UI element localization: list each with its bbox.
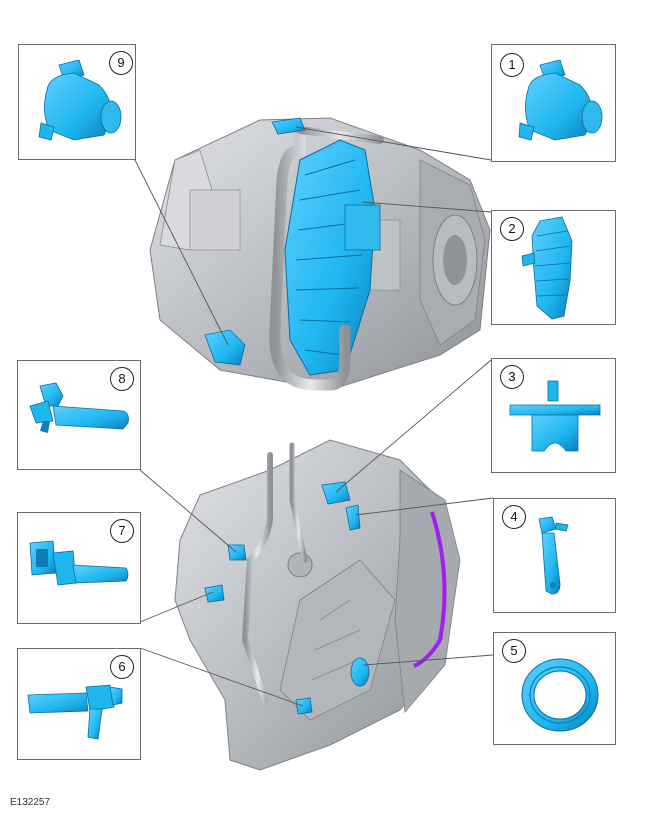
callout-box-4: 4 — [493, 498, 616, 613]
callout-number: 5 — [502, 639, 526, 663]
leader-3 — [335, 359, 492, 493]
callout-number: 7 — [110, 519, 134, 543]
leader-1 — [295, 126, 492, 161]
callout-number: 9 — [109, 51, 133, 75]
callout-number: 6 — [110, 655, 134, 679]
upper-transmission — [149, 117, 491, 391]
leader-5 — [363, 654, 494, 666]
leader-4 — [355, 497, 494, 516]
callout-number: 1 — [500, 53, 524, 77]
leader-9 — [134, 159, 229, 346]
valve-body-icon — [521, 216, 573, 320]
callout-box-6: 6 — [17, 648, 141, 760]
solenoid-sensor-icon — [518, 59, 603, 141]
callout-box-3: 3 — [491, 358, 616, 473]
callout-number: 4 — [502, 505, 526, 529]
leader-8 — [139, 469, 237, 553]
callout-box-8: 8 — [17, 360, 141, 470]
callout-box-7: 7 — [17, 512, 141, 624]
leader-2 — [361, 201, 492, 213]
callout-number: 3 — [500, 365, 524, 389]
selector-lever-icon — [538, 516, 569, 595]
callout-box-1: 1 — [491, 44, 616, 162]
lower-transmission — [174, 439, 461, 771]
leader-lines — [134, 126, 494, 707]
turbine-speed-sensor-icon — [27, 684, 123, 740]
figure-reference-code: E132257 — [10, 797, 51, 808]
oil-seal-icon — [521, 658, 599, 732]
speed-sensor-icon — [29, 382, 129, 433]
solenoid-sensor-icon — [38, 59, 122, 141]
callout-box-2: 2 — [491, 210, 616, 325]
sensor-bracket-icon — [509, 380, 601, 452]
leader-6 — [139, 647, 304, 707]
callout-number: 2 — [500, 217, 524, 241]
callout-box-9: 9 — [18, 44, 136, 160]
position-sensor-icon — [29, 540, 129, 586]
callout-box-5: 5 — [493, 632, 616, 745]
leader-7 — [139, 591, 214, 623]
callout-number: 8 — [110, 367, 134, 391]
